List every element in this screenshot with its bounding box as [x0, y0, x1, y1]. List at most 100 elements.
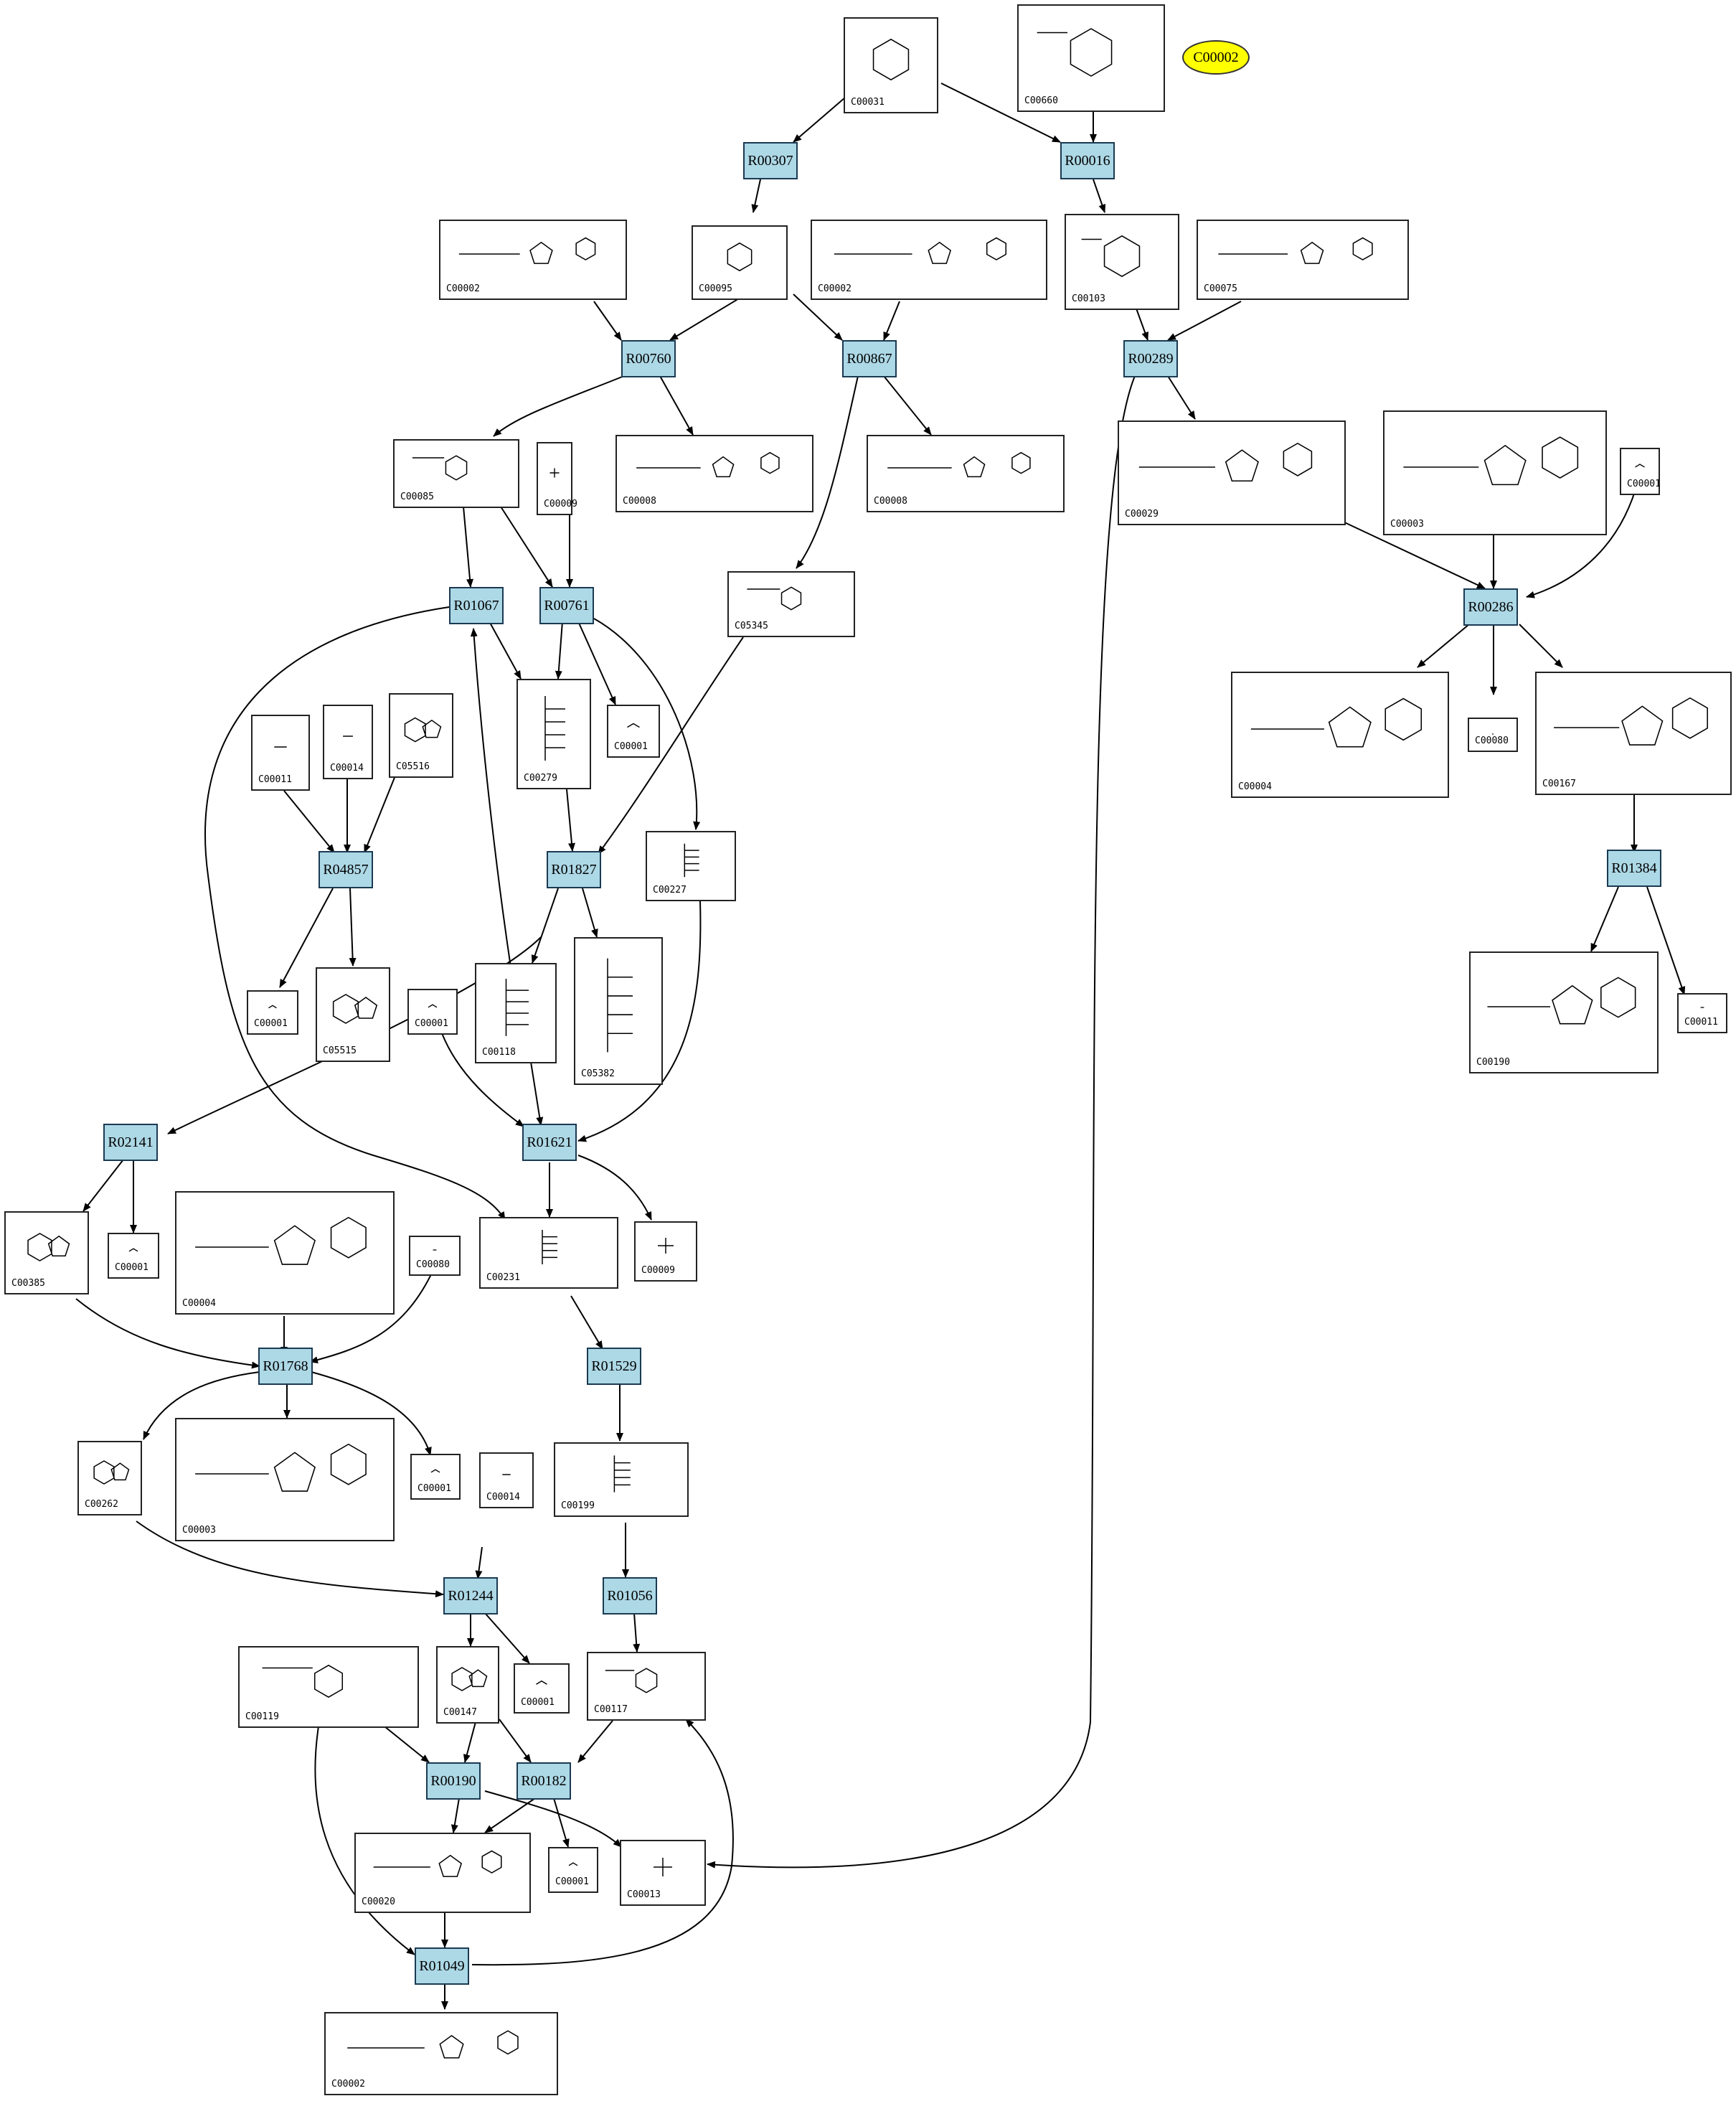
reaction-node-r01529[interactable]: R01529 — [587, 1348, 641, 1385]
compound-node-c00075[interactable]: C00075 — [1197, 220, 1409, 300]
structure-area — [736, 580, 846, 617]
structure-area — [1126, 429, 1337, 505]
compound-node-c00003[interactable]: C00003 — [1383, 410, 1607, 535]
structure-area — [416, 997, 449, 1015]
structure-area — [445, 1655, 491, 1703]
reaction-node-r01067[interactable]: R01067 — [449, 587, 504, 624]
reaction-node-r00307[interactable]: R00307 — [743, 142, 798, 179]
compound-node-c00103[interactable]: C00103 — [1065, 214, 1179, 310]
compound-node-c00004[interactable]: C00004 — [175, 1191, 395, 1315]
compound-id: C00001 — [254, 1018, 288, 1029]
compound-node-c00001[interactable]: C00001 — [1620, 448, 1661, 495]
reaction-node-r04857[interactable]: R04857 — [319, 851, 373, 888]
reaction-node-r00190[interactable]: R00190 — [426, 1762, 481, 1800]
compound-node-c00011[interactable]: C00011 — [251, 715, 310, 791]
reaction-node-r01244[interactable]: R01244 — [443, 1577, 498, 1614]
compound-node-c00004[interactable]: C00004 — [1231, 672, 1449, 798]
compound-node-c00080[interactable]: C00080 — [409, 1236, 461, 1276]
reaction-node-r00761[interactable]: R00761 — [539, 587, 594, 624]
compound-id: C00008 — [874, 496, 907, 507]
structure-drawing — [1403, 436, 1579, 486]
compound-node-c00147[interactable]: C00147 — [436, 1646, 499, 1724]
compound-node-c00262[interactable]: C00262 — [77, 1441, 142, 1515]
structure-area — [1476, 726, 1509, 735]
compound-node-c00660[interactable]: C00660 — [1017, 4, 1165, 112]
compound-node-c00020[interactable]: C00020 — [354, 1833, 531, 1913]
compound-id: C00080 — [1475, 735, 1509, 746]
compound-node-c00117[interactable]: C00117 — [587, 1652, 706, 1721]
structure-drawing — [404, 717, 442, 743]
compound-node-c00031[interactable]: C00031 — [844, 17, 938, 113]
structure-drawing — [451, 1667, 488, 1691]
compound-node-c00190[interactable]: C00190 — [1469, 951, 1659, 1073]
compound-node-c00199[interactable]: C00199 — [554, 1442, 689, 1517]
compound-node-c00001[interactable]: C00001 — [410, 1454, 461, 1500]
compound-node-c00385[interactable]: C00385 — [4, 1211, 89, 1294]
structure-drawing — [872, 38, 910, 81]
reaction-node-r01621[interactable]: R01621 — [522, 1124, 577, 1161]
structure-drawing — [658, 1238, 674, 1254]
reaction-node-r02141[interactable]: R02141 — [103, 1124, 158, 1161]
compound-node-c00119[interactable]: C00119 — [238, 1646, 419, 1728]
reaction-node-r00016[interactable]: R00016 — [1060, 142, 1115, 179]
compound-node-c00001[interactable]: C00001 — [247, 990, 298, 1035]
compound-node-c00227[interactable]: C00227 — [646, 831, 736, 901]
reaction-node-r00289[interactable]: R00289 — [1123, 340, 1178, 377]
structure-drawing — [27, 1233, 70, 1261]
reaction-node-r00182[interactable]: R00182 — [516, 1762, 571, 1800]
reaction-node-r00286[interactable]: R00286 — [1463, 588, 1518, 626]
compound-node-c00279[interactable]: C00279 — [516, 679, 591, 789]
compound-node-c00013[interactable]: C00013 — [620, 1840, 706, 1906]
compound-node-c00001[interactable]: C00001 — [108, 1233, 159, 1279]
compound-node-c00008[interactable]: C00008 — [867, 435, 1065, 512]
compound-id: C05515 — [323, 1045, 357, 1056]
compound-id: C00190 — [1476, 1057, 1510, 1068]
compound-node-c00008[interactable]: C00008 — [615, 435, 813, 512]
reaction-node-r01768[interactable]: R01768 — [258, 1348, 313, 1385]
compound-id: C00001 — [415, 1018, 448, 1029]
compound-id: C00003 — [1390, 519, 1424, 530]
compound-node-c00001[interactable]: C00001 — [407, 989, 458, 1035]
reaction-node-r00867[interactable]: R00867 — [842, 340, 897, 377]
compound-node-c00167[interactable]: C00167 — [1535, 672, 1732, 795]
reaction-node-r01056[interactable]: R01056 — [603, 1577, 657, 1614]
compound-node-c00029[interactable]: C00029 — [1118, 420, 1346, 525]
reaction-node-r00760[interactable]: R00760 — [621, 340, 676, 377]
compound-node-c00080[interactable]: C00080 — [1468, 718, 1518, 752]
compound-node-c00002[interactable]: C00002 — [811, 220, 1047, 300]
compound-node-c00009[interactable]: C00009 — [634, 1221, 697, 1282]
compound-node-c00231[interactable]: C00231 — [479, 1217, 618, 1289]
compound-node-c00009[interactable]: C00009 — [537, 442, 577, 515]
compound-node-c00014[interactable]: C00014 — [479, 1452, 534, 1508]
compound-node-c05516[interactable]: C05516 — [389, 693, 453, 778]
compound-node-c00002[interactable]: C00002 — [324, 2012, 558, 2095]
compound-node-c00002[interactable]: C00002 — [439, 220, 627, 300]
compound-id: C00008 — [623, 496, 656, 507]
highlighted-compound-c00002[interactable]: C00002 — [1182, 40, 1250, 75]
compound-node-c05345[interactable]: C05345 — [727, 571, 855, 637]
reaction-node-r01384[interactable]: R01384 — [1607, 850, 1661, 887]
compound-node-c00014[interactable]: C00014 — [323, 705, 373, 779]
structure-drawing — [542, 1230, 557, 1264]
compound-node-c00095[interactable]: C00095 — [692, 225, 788, 300]
structure-drawing — [654, 1858, 672, 1876]
compound-node-c05382[interactable]: C05382 — [574, 937, 663, 1085]
structure-area — [1544, 680, 1723, 775]
compound-node-c00001[interactable]: C00001 — [548, 1847, 598, 1893]
compound-node-c00001[interactable]: C00001 — [514, 1663, 570, 1714]
compound-node-c05515[interactable]: C05515 — [316, 967, 390, 1062]
structure-area — [13, 1220, 80, 1274]
structure-drawing — [568, 1862, 578, 1866]
compound-node-c00001[interactable]: C00001 — [607, 705, 660, 758]
compound-node-c00085[interactable]: C00085 — [393, 439, 519, 508]
reaction-node-r01049[interactable]: R01049 — [415, 1947, 469, 1985]
compound-id: C00001 — [614, 741, 648, 752]
reaction-node-r01827[interactable]: R01827 — [547, 851, 601, 888]
compound-id: C00011 — [1684, 1017, 1718, 1028]
structure-area — [116, 1241, 151, 1259]
structure-area — [488, 1226, 610, 1269]
structure-drawing — [1218, 237, 1373, 264]
compound-node-c00011[interactable]: C00011 — [1677, 993, 1727, 1033]
compound-node-c00003[interactable]: C00003 — [175, 1418, 395, 1541]
compound-node-c00118[interactable]: C00118 — [475, 963, 557, 1063]
